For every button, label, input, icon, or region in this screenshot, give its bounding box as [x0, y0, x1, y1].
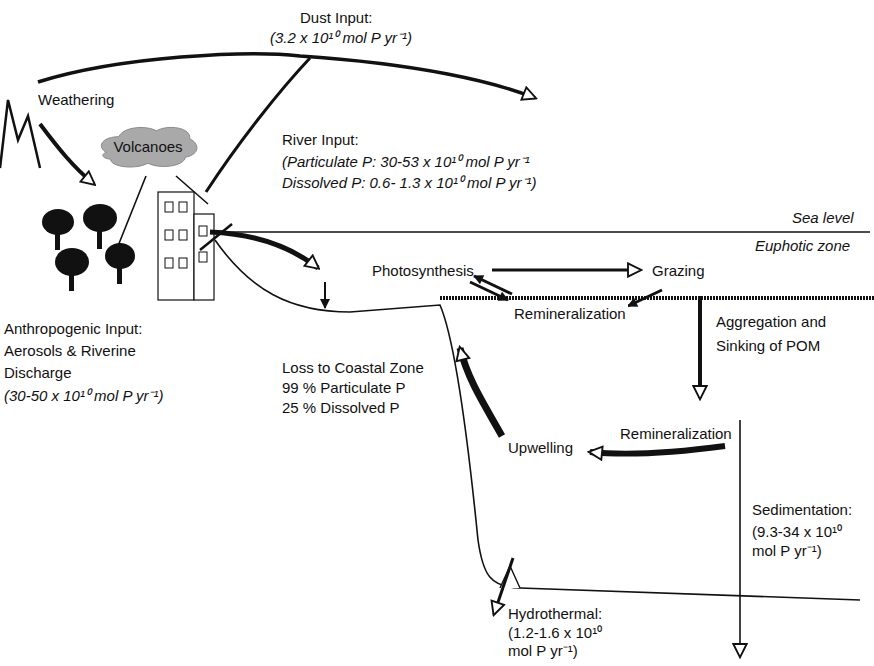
sedimentation-arrow	[739, 420, 741, 656]
volcano-cloud: Volcanoes	[96, 122, 200, 171]
tree-group	[42, 204, 135, 291]
flux-title: Hydrothermal:	[508, 604, 602, 623]
sinking-arrow	[698, 296, 702, 398]
process-name: Remineralization	[620, 424, 732, 443]
flux-value: 99 % Particulate P	[282, 378, 405, 397]
coastal-loss-arrow	[324, 282, 326, 308]
upwelling-arrow	[460, 348, 502, 436]
flux-title: Loss to Coastal Zone	[282, 358, 424, 377]
dust-branch	[206, 58, 310, 192]
discharge-arrow	[200, 224, 232, 250]
river-arrow	[210, 232, 318, 268]
grazing-remin-arrow	[628, 290, 662, 306]
deep-remin-arrow	[590, 446, 725, 454]
process-name: Upwelling	[508, 438, 573, 457]
flux-title: River Input:	[282, 130, 359, 149]
mountain-outline	[0, 100, 40, 168]
flux-title: Dust Input:	[300, 8, 373, 27]
process-name: Photosynthesis	[372, 261, 474, 280]
flux-title: Sedimentation:	[752, 500, 852, 519]
process-name: Grazing	[652, 261, 705, 280]
flux-value: (Particulate P: 30-53 x 10¹⁰ mol P yr⁻¹	[282, 152, 530, 171]
zone-name: Euphotic zone	[755, 236, 850, 255]
sea-level-line	[215, 231, 870, 232]
process-name: Aggregation and Sinking of POM	[716, 310, 866, 358]
flux-value: Dissolved P: 0.6- 1.3 x 10¹⁰ mol P yr⁻¹)	[282, 173, 537, 192]
node-text: Volcanoes	[96, 137, 200, 156]
flux-value: (9.3-34 x 10¹⁰ mol P yr⁻¹)	[752, 522, 867, 560]
flux-value: (30-50 x 10¹⁰ mol P yr⁻¹)	[4, 386, 163, 405]
grazing-arrow	[492, 269, 640, 272]
uptake-arrow	[474, 276, 512, 294]
flux-title: Anthropogenic Input: Aerosols & Riverine…	[4, 318, 179, 384]
process-name: Remineralization	[512, 304, 628, 323]
flux-value: 25 % Dissolved P	[282, 398, 400, 417]
flux-value: (3.2 x 10¹⁰ mol P yr⁻¹)	[270, 28, 412, 47]
weathering-arrow	[40, 124, 94, 184]
flux-value: (1.2-1.6 x 10¹⁰ mol P yr⁻¹)	[508, 624, 626, 660]
zone-name: Sea level	[792, 208, 854, 227]
process-name: Weathering	[38, 90, 114, 109]
